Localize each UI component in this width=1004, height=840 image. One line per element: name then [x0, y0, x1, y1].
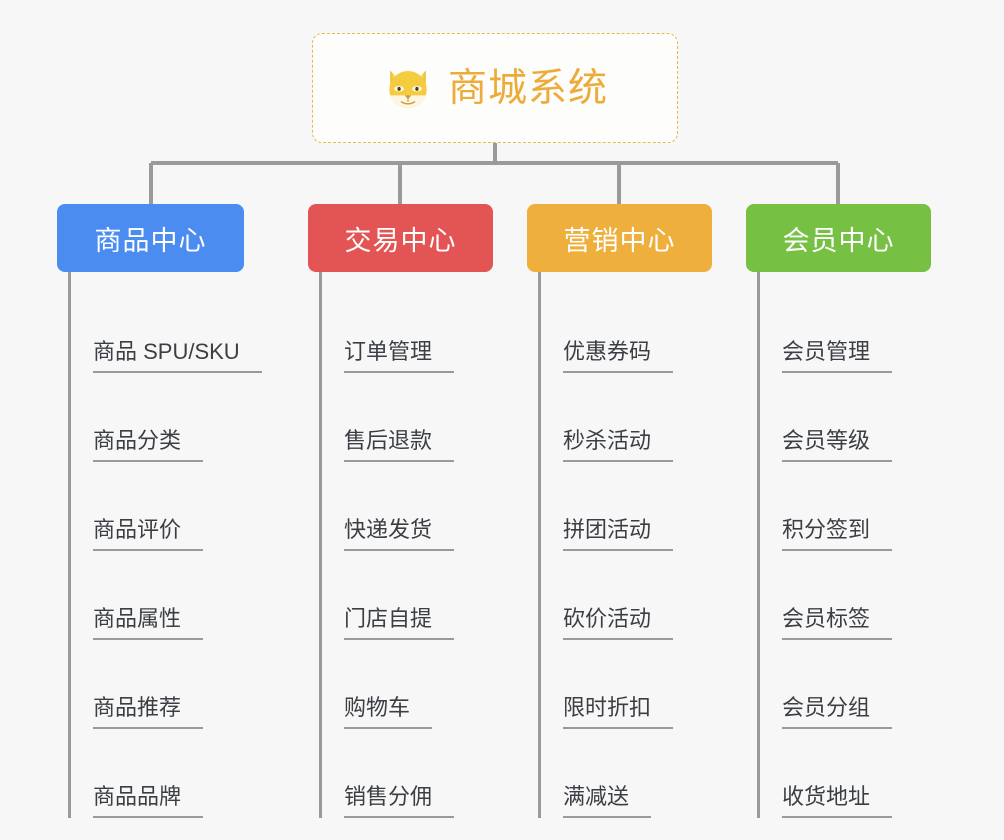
leaf-item[interactable]: 销售分佣 — [322, 729, 493, 818]
leaf-item[interactable]: 订单管理 — [322, 284, 493, 373]
branch-header-label: 营销中心 — [563, 225, 676, 256]
leaf-label: 商品推荐 — [93, 695, 204, 729]
leaf-item[interactable]: 收货地址 — [760, 729, 931, 818]
leaf-item[interactable]: 门店自提 — [322, 551, 493, 640]
leaf-item[interactable]: 限时折扣 — [541, 640, 712, 729]
leaf-item[interactable]: 商品评价 — [71, 462, 262, 551]
leaf-label: 会员标签 — [782, 606, 893, 640]
leaf-item[interactable]: 满减送 — [541, 729, 712, 818]
branch-header-label: 交易中心 — [344, 225, 457, 256]
leaf-label: 销售分佣 — [344, 784, 455, 818]
leaf-item[interactable]: 商品品牌 — [71, 729, 262, 818]
branch-marketing-center: 营销中心 优惠券码 秒杀活动 拼团活动 砍价活动 限时折扣 满减送 — [527, 204, 712, 818]
branch-header-marketing-center[interactable]: 营销中心 — [527, 204, 712, 272]
leaf-item[interactable]: 会员分组 — [760, 640, 931, 729]
root-label: 商城系统 — [447, 66, 608, 110]
leaf-item[interactable]: 会员等级 — [760, 373, 931, 462]
leaf-item[interactable]: 商品属性 — [71, 551, 262, 640]
leaf-item[interactable]: 会员标签 — [760, 551, 931, 640]
leaf-item[interactable]: 会员管理 — [760, 284, 931, 373]
leaf-item[interactable]: 商品 SPU/SKU — [71, 284, 262, 373]
leaf-label: 优惠券码 — [563, 339, 674, 373]
branch-header-product-center[interactable]: 商品中心 — [57, 204, 244, 272]
leaf-label: 拼团活动 — [563, 517, 674, 551]
leaf-label: 秒杀活动 — [563, 428, 674, 462]
leaf-item[interactable]: 购物车 — [322, 640, 493, 729]
leaf-label: 售后退款 — [344, 428, 455, 462]
shiba-dog-face-icon — [389, 70, 427, 109]
leaf-label: 商品分类 — [93, 428, 204, 462]
leaf-label: 商品评价 — [93, 517, 204, 551]
leaf-item[interactable]: 优惠券码 — [541, 284, 712, 373]
leaf-label: 快递发货 — [344, 517, 455, 551]
leaf-label: 积分签到 — [782, 517, 893, 551]
branch-product-center: 商品中心 商品 SPU/SKU 商品分类 商品评价 商品属性 商品推荐 商品品牌 — [57, 204, 262, 818]
leaf-label: 商品 SPU/SKU — [93, 339, 262, 373]
branch-header-label: 商品中心 — [94, 225, 207, 256]
leaf-item[interactable]: 商品分类 — [71, 373, 262, 462]
leaf-item[interactable]: 秒杀活动 — [541, 373, 712, 462]
leaf-label: 限时折扣 — [563, 695, 674, 729]
leaf-label: 满减送 — [563, 784, 652, 818]
branch-header-member-center[interactable]: 会员中心 — [746, 204, 931, 272]
root-node[interactable]: 商城系统 — [312, 33, 678, 143]
branch-trade-center: 交易中心 订单管理 售后退款 快递发货 门店自提 购物车 销售分佣 — [308, 204, 493, 818]
leaf-item[interactable]: 拼团活动 — [541, 462, 712, 551]
leaf-label: 会员等级 — [782, 428, 893, 462]
leaf-label: 会员分组 — [782, 695, 893, 729]
leaf-label: 购物车 — [344, 695, 433, 729]
leaf-label: 订单管理 — [344, 339, 455, 373]
leaf-label: 门店自提 — [344, 606, 455, 640]
branch-header-label: 会员中心 — [782, 225, 895, 256]
leaf-item[interactable]: 商品推荐 — [71, 640, 262, 729]
branch-header-trade-center[interactable]: 交易中心 — [308, 204, 493, 272]
leaf-item[interactable]: 积分签到 — [760, 462, 931, 551]
leaf-item[interactable]: 砍价活动 — [541, 551, 712, 640]
leaf-label: 砍价活动 — [563, 606, 674, 640]
leaf-item[interactable]: 快递发货 — [322, 462, 493, 551]
leaf-list-marketing-center: 优惠券码 秒杀活动 拼团活动 砍价活动 限时折扣 满减送 — [538, 272, 712, 818]
leaf-label: 会员管理 — [782, 339, 893, 373]
leaf-label: 收货地址 — [782, 784, 893, 818]
leaf-item[interactable]: 售后退款 — [322, 373, 493, 462]
leaf-label: 商品品牌 — [93, 784, 204, 818]
branch-member-center: 会员中心 会员管理 会员等级 积分签到 会员标签 会员分组 收货地址 — [746, 204, 931, 818]
leaf-list-trade-center: 订单管理 售后退款 快递发货 门店自提 购物车 销售分佣 — [319, 272, 493, 818]
leaf-label: 商品属性 — [93, 606, 204, 640]
leaf-list-member-center: 会员管理 会员等级 积分签到 会员标签 会员分组 收货地址 — [757, 272, 931, 818]
leaf-list-product-center: 商品 SPU/SKU 商品分类 商品评价 商品属性 商品推荐 商品品牌 — [68, 272, 262, 818]
